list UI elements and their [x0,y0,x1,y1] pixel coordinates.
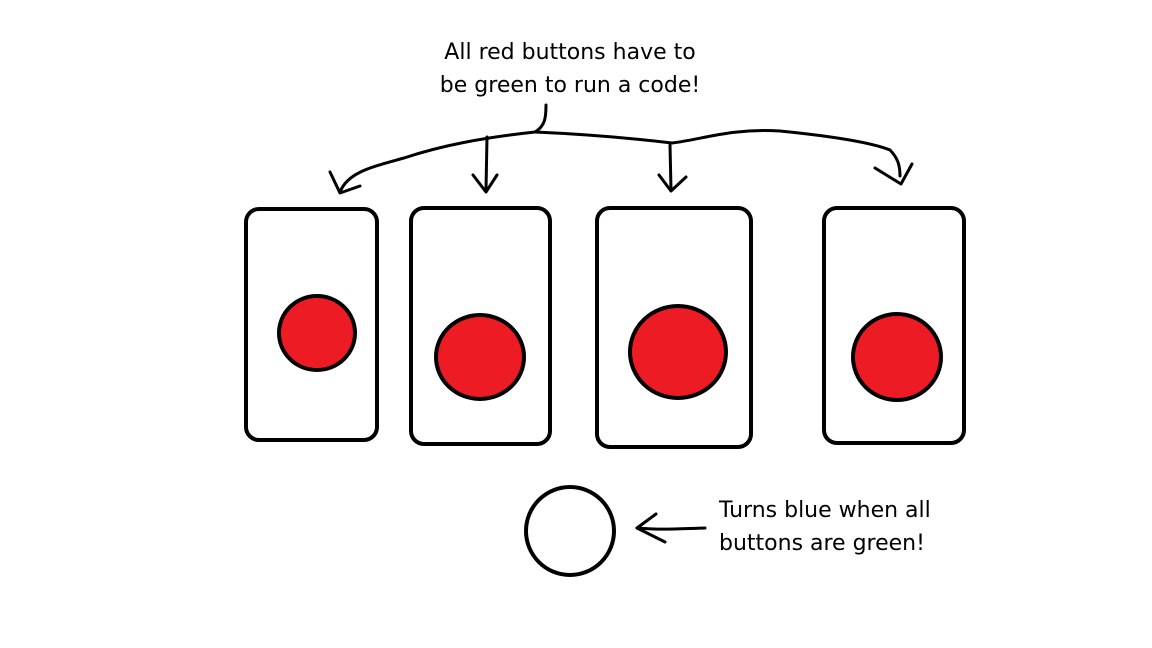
arrowhead-4 [875,164,912,184]
bracket-drop-3 [670,145,671,190]
bracket-right-branch [535,131,900,176]
red-button-2[interactable] [436,315,524,399]
red-buttons [279,296,941,400]
arrowhead-1 [330,172,360,193]
arrowhead-2 [473,175,497,192]
bracket-drop-2 [486,137,487,190]
bracket-stem [535,105,546,132]
indicator-arrow [637,514,705,542]
arrowhead-3 [659,175,686,191]
bracket-connector [340,105,900,192]
red-button-1[interactable] [279,296,355,370]
indicator-arrow-head [637,514,665,542]
arrowheads [330,164,912,193]
indicator-annotation: Turns blue when all buttons are green! [719,498,931,556]
red-button-4[interactable] [853,314,941,400]
indicator-arrow-shaft [637,528,705,529]
top-annotation: All red buttons have to be green to run … [439,40,701,98]
indicator-light [526,487,614,575]
red-button-3[interactable] [630,306,726,398]
bracket-left-branch [340,132,535,192]
